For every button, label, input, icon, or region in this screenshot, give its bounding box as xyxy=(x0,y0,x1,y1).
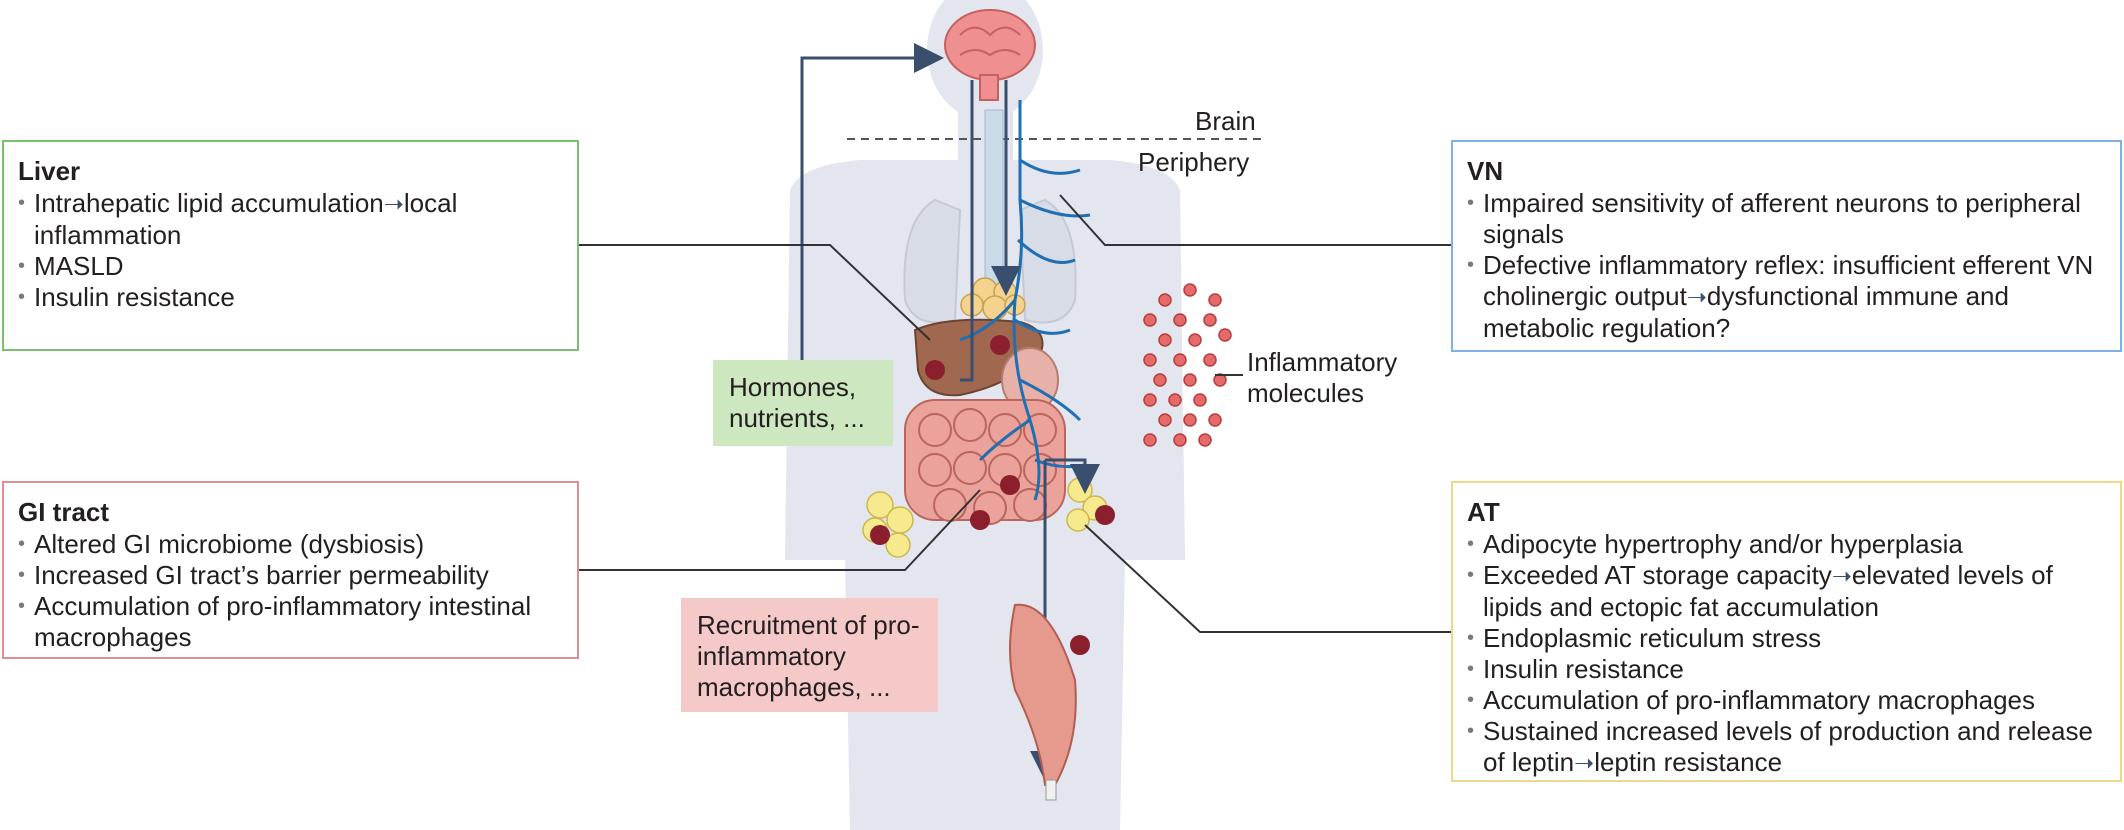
list-item: Increased GI tract’s barrier permeabilit… xyxy=(18,560,563,591)
gi-list: Altered GI microbiome (dysbiosis) Increa… xyxy=(18,529,563,653)
trachea xyxy=(984,109,1004,301)
periphery-label: Periphery xyxy=(1138,147,1250,177)
recruitment-label: Recruitment of pro-inflammatory macropha… xyxy=(681,598,938,712)
brain xyxy=(944,9,1036,101)
liver-list: Intrahepatic lipid accumulation➝local in… xyxy=(18,188,563,313)
list-item: MASLD xyxy=(18,251,563,282)
muscle xyxy=(1009,603,1077,801)
at-list: Adipocyte hypertrophy and/or hyperplasia… xyxy=(1467,529,2106,779)
brain-label: Brain xyxy=(1195,106,1256,136)
connector-lines xyxy=(579,194,1451,633)
vagus-nerve xyxy=(959,100,1091,501)
hormones-label: Hormones, nutrients, ... xyxy=(713,360,893,446)
list-item: Endoplasmic reticulum stress xyxy=(1467,623,2106,654)
list-item: Impaired sensitivity of afferent neurons… xyxy=(1467,188,2106,250)
list-item: Intrahepatic lipid accumulation➝local in… xyxy=(18,188,563,251)
inflammatory-molecules xyxy=(1143,283,1232,447)
liver-box: Liver Intrahepatic lipid accumulation➝lo… xyxy=(2,140,579,351)
list-item: Sustained increased levels of production… xyxy=(1467,716,2106,779)
list-item: Accumulation of pro-inflammatory intesti… xyxy=(18,591,563,653)
gi-title: GI tract xyxy=(18,497,110,527)
list-item: Defective inflammatory reflex: insuffici… xyxy=(1467,250,2106,344)
at-title: AT xyxy=(1467,497,1500,527)
vn-title: VN xyxy=(1467,156,1504,186)
list-item: Accumulation of pro-inflammatory macroph… xyxy=(1467,685,2106,716)
list-item: Adipocyte hypertrophy and/or hyperplasia xyxy=(1467,529,2106,560)
vn-box: VN Impaired sensitivity of afferent neur… xyxy=(1451,140,2122,352)
list-item: Exceeded AT storage capacity➝elevated le… xyxy=(1467,560,2106,623)
list-item: Insulin resistance xyxy=(1467,654,2106,685)
list-item: Altered GI microbiome (dysbiosis) xyxy=(18,529,563,560)
vn-list: Impaired sensitivity of afferent neurons… xyxy=(1467,188,2106,344)
liver-title: Liver xyxy=(18,156,81,186)
at-box: AT Adipocyte hypertrophy and/or hyperpla… xyxy=(1451,481,2122,782)
inflammatory-molecules-label: Inflammatory molecules xyxy=(1247,347,1398,408)
macrophages xyxy=(870,335,1115,655)
list-item: Insulin resistance xyxy=(18,282,563,313)
gi-tract-box: GI tract Altered GI microbiome (dysbiosi… xyxy=(2,481,579,659)
